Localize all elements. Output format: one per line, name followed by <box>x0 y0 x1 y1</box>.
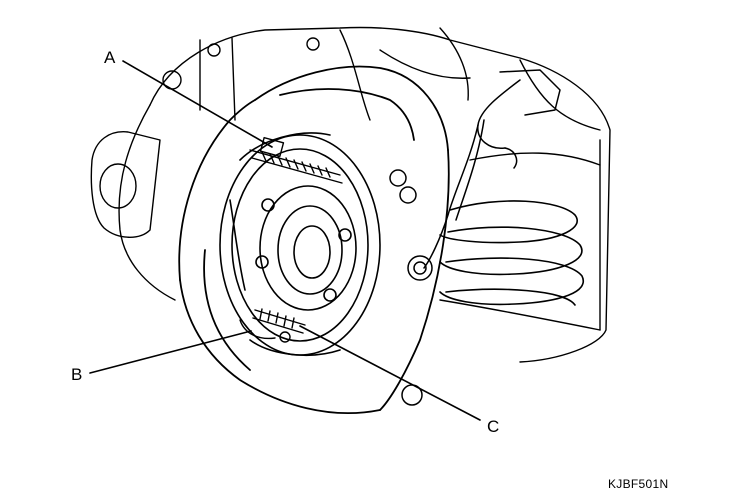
sensor-cable <box>423 69 561 269</box>
leader-line-c <box>299 325 481 421</box>
chassis-background <box>90 26 611 363</box>
wheel-hub <box>229 185 357 311</box>
leader-lines <box>89 60 481 421</box>
leader-line-a <box>122 60 273 148</box>
figure-code: KJBF501N <box>608 477 669 491</box>
leader-line-b <box>89 330 252 374</box>
callout-label-c: C <box>487 417 500 436</box>
coil-spring <box>439 200 585 306</box>
lower-return-spring <box>239 308 306 343</box>
upper-return-spring <box>249 136 343 184</box>
callout-label-b: B <box>71 365 83 384</box>
mounting-bolts <box>389 169 433 406</box>
brake-shoes <box>219 132 381 356</box>
backing-plate <box>178 65 450 415</box>
callout-label-a: A <box>104 48 116 67</box>
